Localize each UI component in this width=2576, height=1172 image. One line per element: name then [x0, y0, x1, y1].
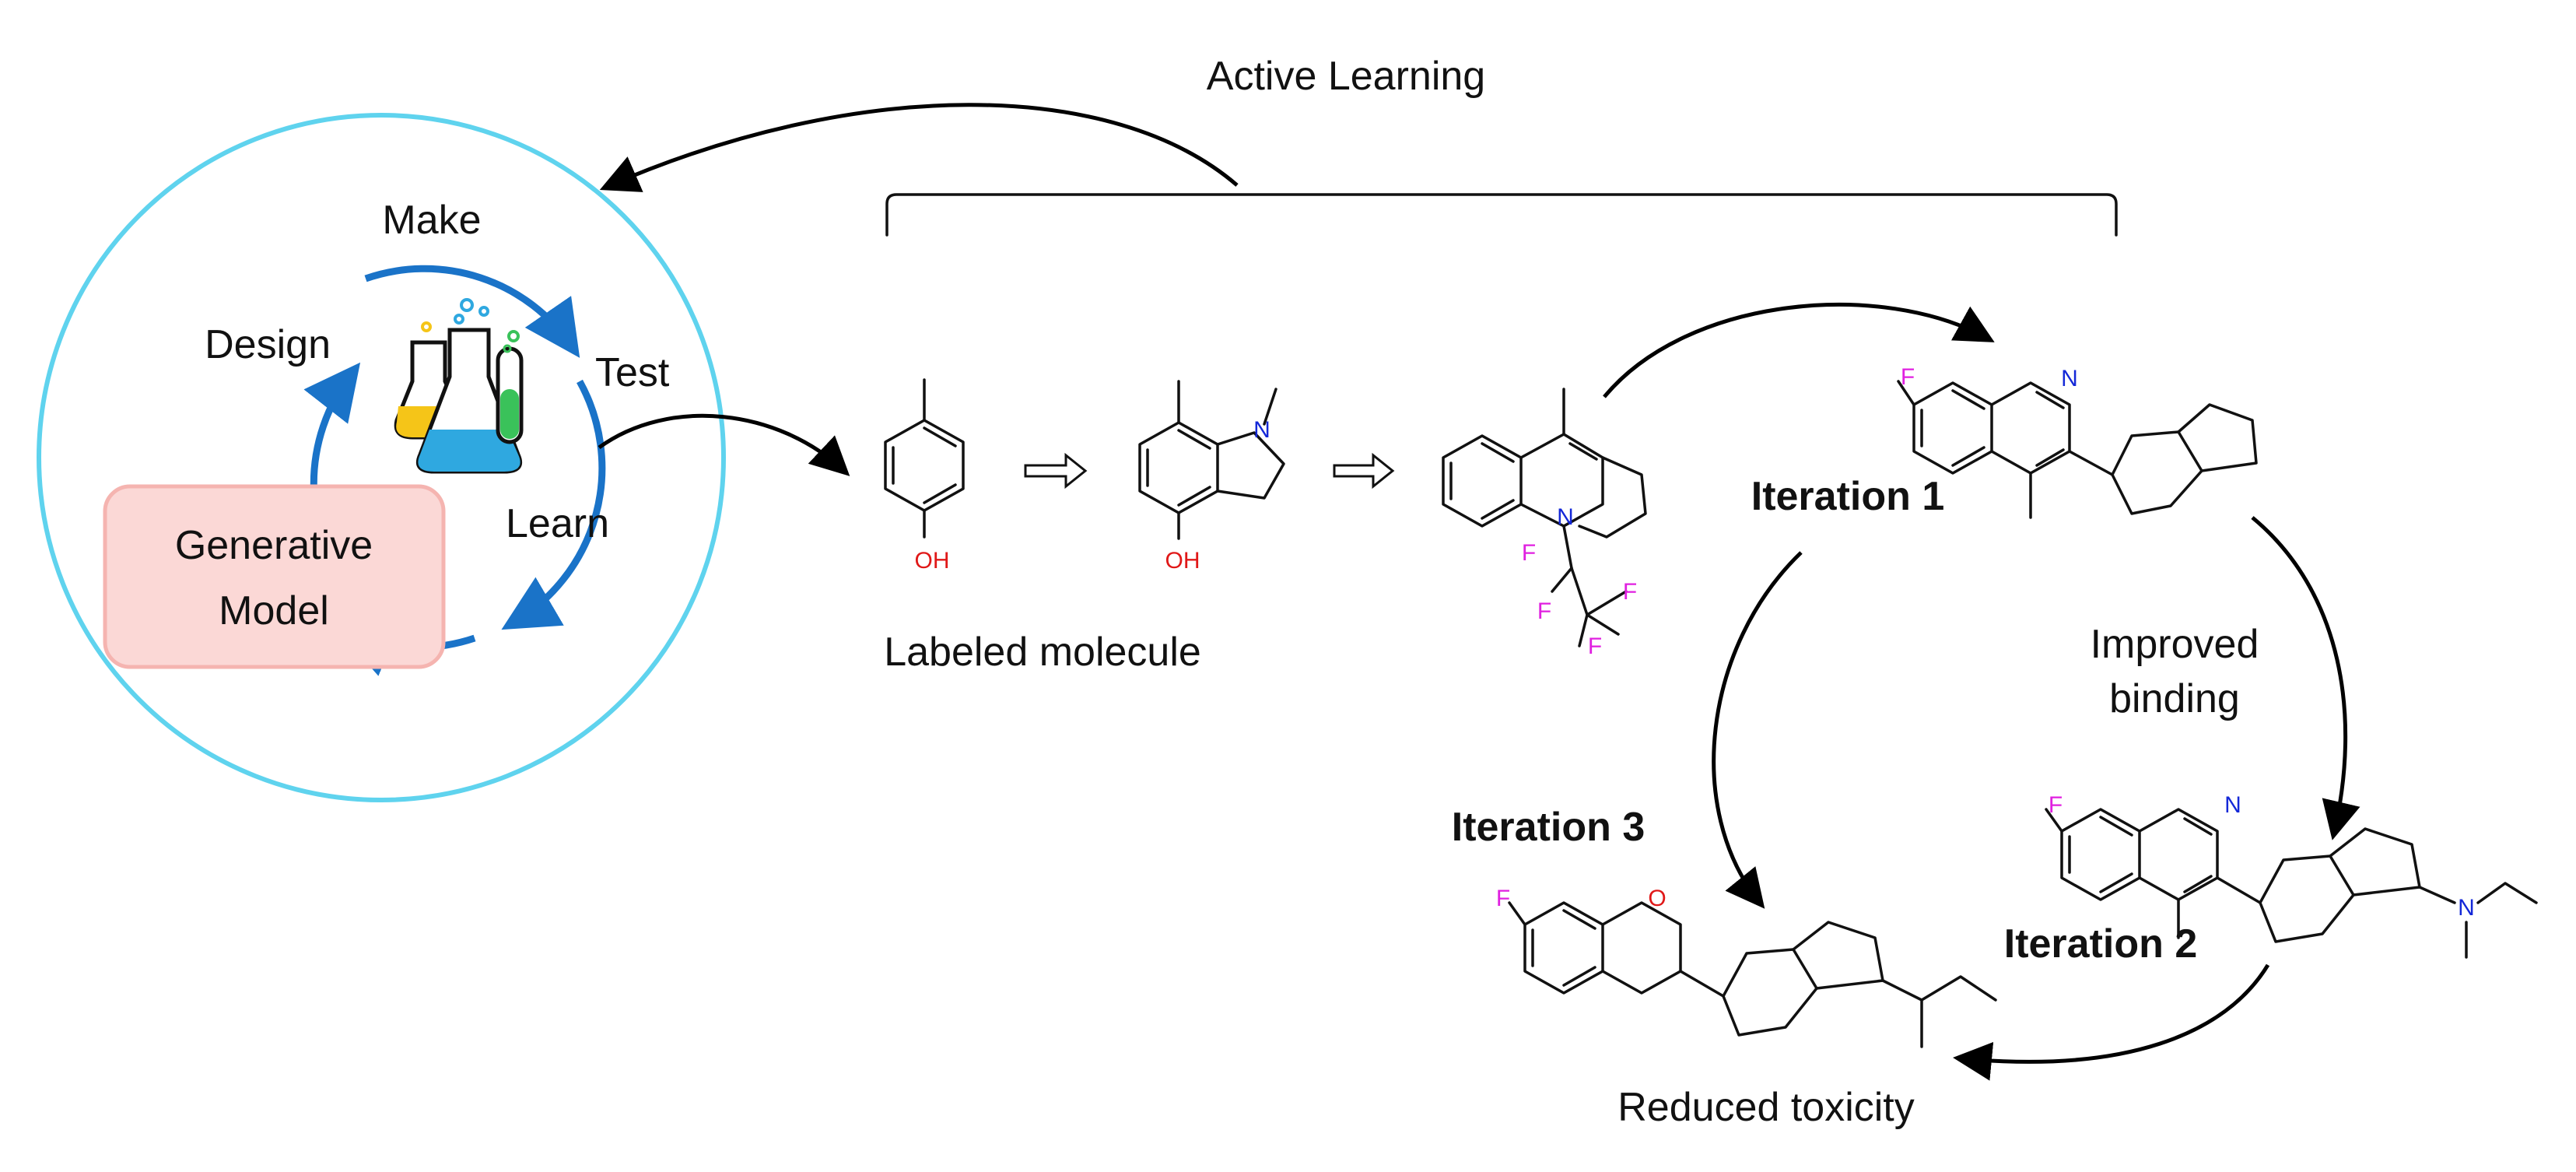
- active-learning-arrow: [599, 103, 1239, 192]
- to-iteration-2-arrow: [2251, 516, 2360, 840]
- n-label: N: [2061, 366, 2078, 391]
- open-arrow-1: [1024, 452, 1088, 490]
- reduced-toxicity-label: Reduced toxicity: [1617, 1085, 1915, 1130]
- f-label: F: [1537, 598, 1551, 624]
- iteration-2-label: Iteration 2: [2004, 921, 2198, 967]
- f-label: F: [1588, 633, 1602, 659]
- bracket: [885, 193, 2118, 237]
- flasks-icon: [394, 298, 524, 474]
- molecule-iteration-2: F N N: [2045, 792, 2538, 959]
- circle-to-molecule-arrow: [598, 413, 850, 476]
- molecule-indoline: N OH: [1138, 380, 1285, 574]
- to-iteration-1-arrow: [1603, 302, 1995, 398]
- design-label: Design: [205, 322, 331, 367]
- molecule-pyrroloquinoline: N F F F F: [1442, 388, 1647, 659]
- to-iteration-3-arrow: [1712, 551, 1803, 909]
- open-arrow-2: [1333, 452, 1395, 490]
- molecule-iteration-1: F N: [1897, 364, 2258, 519]
- make-label: Make: [382, 198, 481, 243]
- f-label: F: [1623, 579, 1637, 605]
- f-label: F: [1901, 364, 1915, 390]
- molecule-iteration-3: F O: [1496, 886, 1997, 1048]
- molecule-p-cresol: OH: [884, 378, 965, 574]
- generative-model-line2: Model: [219, 588, 329, 633]
- generative-model-box: [103, 484, 446, 669]
- improved-binding-line2: binding: [2109, 676, 2240, 721]
- learn-label: Learn: [506, 501, 609, 546]
- oh-label: OH: [915, 548, 950, 574]
- iteration-3-label: Iteration 3: [1452, 805, 1645, 850]
- to-reduced-arrow: [1953, 963, 2270, 1081]
- f-label: F: [2049, 792, 2063, 818]
- labeled-molecule-label: Labeled molecule: [884, 630, 1201, 675]
- iteration-1-label: Iteration 1: [1751, 474, 1945, 519]
- n-label: N: [1253, 417, 1270, 443]
- o-label: O: [1648, 886, 1666, 911]
- generative-model-line1: Generative: [175, 523, 373, 568]
- n-label: N: [2224, 792, 2241, 818]
- test-label: Test: [595, 350, 670, 395]
- dmtl-circle: [37, 113, 726, 802]
- n-label: N: [1557, 504, 1574, 530]
- n-label: N: [2458, 895, 2475, 921]
- f-label: F: [1496, 886, 1510, 911]
- f-label: F: [1522, 540, 1536, 566]
- oh-label: OH: [1165, 548, 1200, 574]
- active-learning-title: Active Learning: [1207, 54, 1485, 99]
- improved-binding-line1: Improved: [2091, 622, 2259, 667]
